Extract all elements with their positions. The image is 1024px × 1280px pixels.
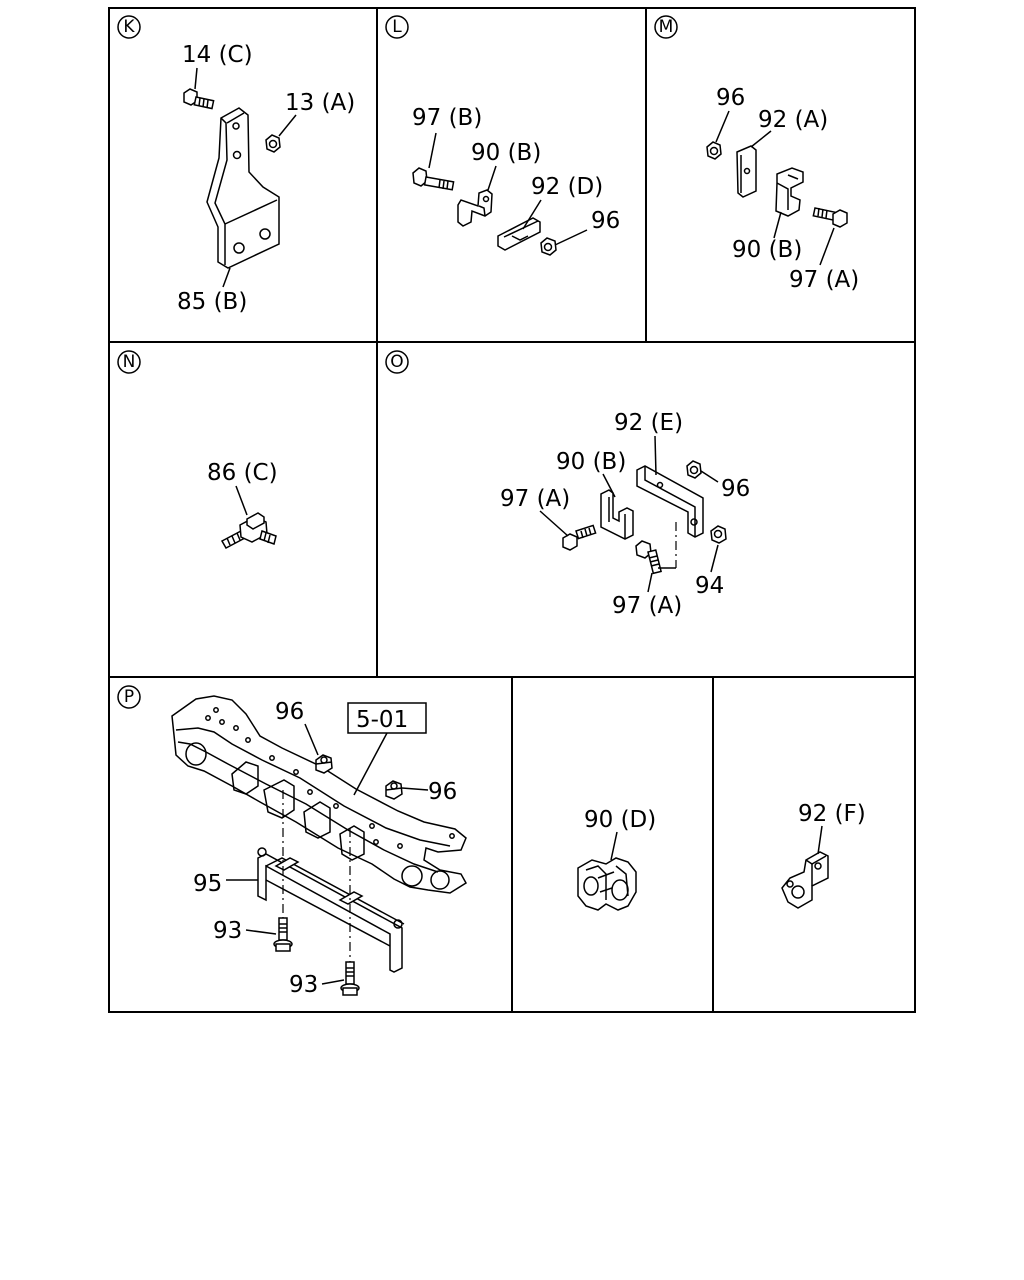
diagram-frame [108, 7, 916, 1013]
connector-86c [220, 512, 277, 550]
reference-box-5-01: 5-01 [347, 702, 427, 734]
svg-text:M: M [659, 17, 674, 37]
label-96-l: 96 [591, 208, 620, 234]
label-90b-l: 90 (B) [471, 140, 541, 166]
bracket-95 [257, 847, 405, 973]
nut-96-l [540, 237, 557, 256]
panel-letter-n: N [117, 350, 141, 374]
clip-90b-m [775, 167, 804, 217]
label-93-p2: 93 [289, 972, 318, 998]
label-93-p1: 93 [213, 918, 242, 944]
svg-text:N: N [123, 352, 136, 372]
label-13a: 13 (A) [285, 90, 355, 116]
label-97a-m: 97 (A) [789, 267, 859, 293]
bracket-92e [636, 465, 704, 538]
bolt-97b [412, 167, 455, 191]
panel-k: K 14 (C) 13 (A) [117, 15, 355, 315]
bolt-97a-o2 [635, 540, 662, 575]
bracket-92f [781, 851, 829, 909]
panel-letter-l: L [385, 15, 409, 39]
nut-96-p1 [315, 754, 333, 774]
svg-text:O: O [390, 352, 403, 372]
svg-text:L: L [392, 17, 402, 37]
nut-96-o [686, 460, 702, 479]
panel-letter-p: P [117, 685, 141, 709]
svg-text:P: P [124, 687, 134, 707]
panel-l: L 97 (B) 90 (B) [385, 15, 620, 256]
clamp-90d [577, 857, 637, 911]
label-90d: 90 (D) [584, 807, 656, 833]
label-86c: 86 (C) [207, 460, 278, 486]
bolt-14c [183, 88, 215, 110]
svg-text:5-01: 5-01 [356, 707, 408, 733]
label-90b-o: 90 (B) [556, 449, 626, 475]
panel-o: O [385, 350, 750, 619]
label-97a-o2: 97 (A) [612, 593, 682, 619]
bracket-92d [497, 217, 541, 251]
label-96-o: 96 [721, 476, 750, 502]
label-94: 94 [695, 573, 724, 599]
clip-90b-o [600, 489, 634, 540]
label-97b-l: 97 (B) [412, 105, 482, 131]
label-92f: 92 (F) [798, 801, 866, 827]
label-92e: 92 (E) [614, 410, 683, 436]
label-90b-m: 90 (B) [732, 237, 802, 263]
label-14c: 14 (C) [182, 42, 253, 68]
bolt-97a-m [812, 207, 848, 228]
nut-94 [710, 525, 727, 544]
label-95: 95 [193, 871, 222, 897]
label-97a-o1: 97 (A) [500, 486, 570, 512]
panel-92f: 92 (F) [781, 801, 866, 909]
frame-crossmember [171, 695, 468, 894]
plate-92a [736, 145, 757, 198]
panel-90d: 90 (D) [577, 807, 656, 911]
bracket-85b [206, 107, 280, 269]
bolt-93-p1 [273, 917, 293, 952]
bolt-97a-o1 [562, 524, 597, 551]
nut-96-p2 [385, 780, 403, 800]
clip-90b [457, 189, 493, 227]
label-96-p1: 96 [275, 699, 304, 725]
bolt-93-p2 [340, 961, 360, 996]
label-92d: 92 (D) [531, 174, 603, 200]
panel-letter-k: K [117, 15, 141, 39]
panel-p: P [117, 685, 468, 998]
nut-96-m [706, 141, 722, 160]
label-96-p2: 96 [428, 779, 457, 805]
panel-m: M 96 92 (A) 90 (B) 97 (A) [654, 15, 859, 293]
panel-n: N 86 (C) [117, 350, 278, 550]
svg-text:K: K [123, 17, 135, 37]
nut-13a [265, 134, 281, 153]
panel-letter-o: O [385, 350, 409, 374]
label-92a: 92 (A) [758, 107, 828, 133]
panel-letter-m: M [654, 15, 678, 39]
label-85b: 85 (B) [177, 289, 247, 315]
label-96-m: 96 [716, 85, 745, 111]
